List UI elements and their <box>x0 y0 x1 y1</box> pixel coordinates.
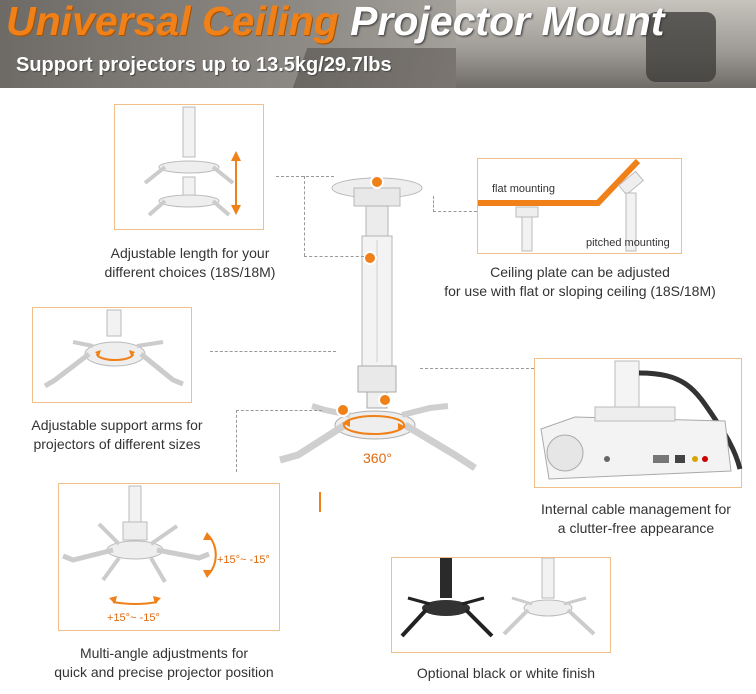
cable-projector-illustration <box>540 360 743 480</box>
cable-caption: Internal cable management for a clutter-… <box>516 500 756 538</box>
arms-caption-line2: projectors of different sizes <box>33 436 201 452</box>
flat-mounting-label: flat mounting <box>492 183 555 195</box>
rotation-label: 360° <box>363 450 392 466</box>
angle-caption-line1: Multi-angle adjustments for <box>79 645 249 661</box>
length-caption: Adjustable length for your different cho… <box>80 244 300 282</box>
ceiling-plate-caption-line2: for use with flat or sloping ceiling (18… <box>444 283 716 299</box>
ceiling-plate-illustration <box>478 159 644 252</box>
page-title: Universal Ceiling Projector Mount <box>6 0 664 45</box>
cable-caption-line1: Internal cable management for <box>541 501 731 517</box>
leader-line-arms <box>210 351 336 352</box>
tilt-angle-label: +15°~ -15° <box>217 554 270 566</box>
ceiling-plate-caption: Ceiling plate can be adjusted for use wi… <box>410 263 750 301</box>
page-subtitle: Support projectors up to 13.5kg/29.7lbs <box>16 54 392 76</box>
pitched-mounting-label: pitched mounting <box>586 237 670 249</box>
ceiling-plate-feature-box: flat mounting pitched mounting <box>477 158 682 254</box>
central-mount-illustration <box>279 175 477 471</box>
title-orange: Universal Ceiling <box>6 0 339 44</box>
length-caption-line2: different choices (18S/18M) <box>104 264 276 280</box>
arms-feature-box <box>32 307 192 403</box>
background-chair <box>646 12 716 82</box>
length-feature-box <box>114 104 264 230</box>
angle-caption: Multi-angle adjustments for quick and pr… <box>14 644 314 682</box>
finish-caption: Optional black or white finish <box>416 665 596 681</box>
leader-line-plate-h <box>433 211 477 212</box>
angle-illustration <box>62 485 217 605</box>
finish-illustration <box>400 558 596 638</box>
arms-caption: Adjustable support arms for projectors o… <box>4 416 230 454</box>
leader-line-length-h2 <box>304 256 364 257</box>
leader-line-length-v <box>304 176 305 256</box>
arms-illustration <box>43 309 184 389</box>
orange-marker-line <box>319 492 321 512</box>
leader-line-cable <box>420 368 534 369</box>
leader-line-angle <box>236 410 237 472</box>
leader-line-angle-h <box>236 410 322 411</box>
header-banner: Universal Ceiling Projector Mount Suppor… <box>0 0 756 88</box>
swivel-angle-label: +15°~ -15° <box>107 612 160 624</box>
length-caption-line1: Adjustable length for your <box>110 245 270 261</box>
length-mount-illustration <box>143 106 241 217</box>
cable-feature-box <box>534 358 743 488</box>
leader-line-length <box>276 176 334 177</box>
arms-caption-line1: Adjustable support arms for <box>31 417 203 433</box>
cable-caption-line2: a clutter-free appearance <box>557 520 715 536</box>
angle-feature-box: +15°~ -15° +15°~ -15° <box>58 483 280 631</box>
ceiling-plate-caption-line1: Ceiling plate can be adjusted <box>490 264 670 280</box>
leader-line-plate <box>433 196 434 212</box>
angle-caption-line2: quick and precise projector position <box>54 664 274 680</box>
title-white: Projector Mount <box>350 0 665 44</box>
finish-feature-box <box>391 557 611 653</box>
